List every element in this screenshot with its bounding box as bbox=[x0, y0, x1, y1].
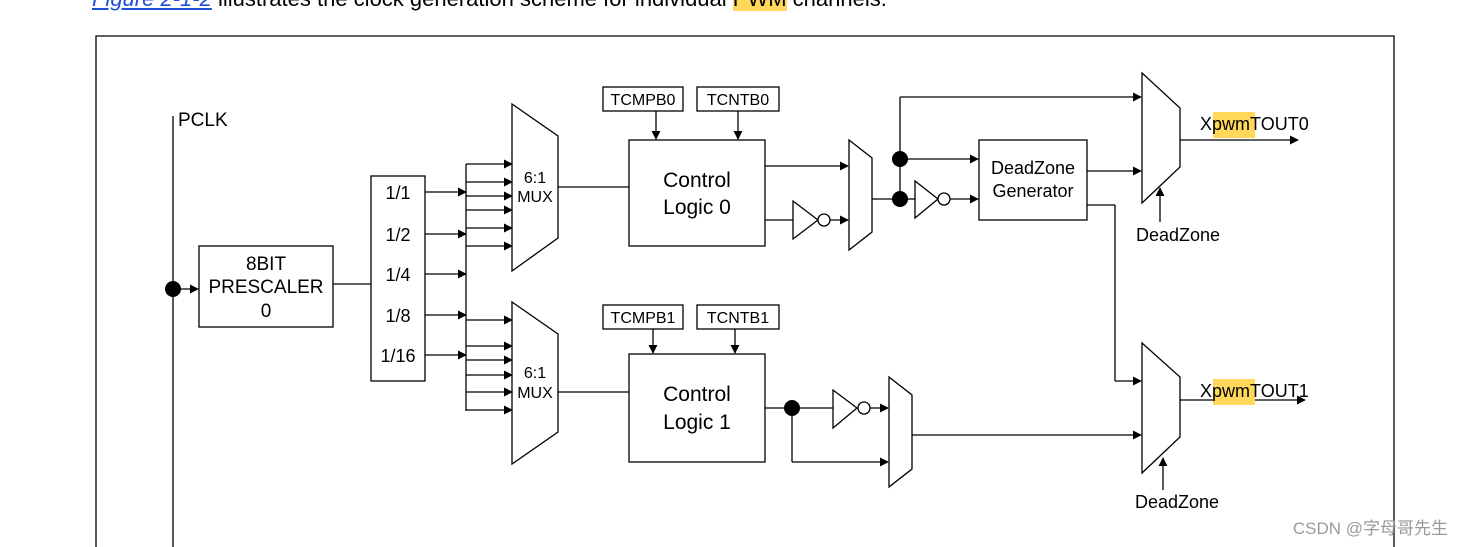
tcmpb0-label: TCMPB0 bbox=[611, 92, 676, 109]
mux-0-label-1: 6:1 bbox=[524, 170, 546, 187]
control0-label-2: Logic 0 bbox=[663, 196, 731, 219]
deadzone-generator bbox=[978, 139, 1088, 221]
inverter-0 bbox=[792, 199, 820, 241]
control1-label-1: Control bbox=[663, 383, 731, 406]
figure-frame bbox=[95, 35, 1395, 547]
inverter-dz bbox=[914, 179, 940, 220]
divider-1-2: 1/2 bbox=[385, 225, 410, 245]
pclk-label: PCLK bbox=[178, 110, 228, 131]
selector-mux-1 bbox=[888, 375, 913, 489]
figure-link[interactable]: Figure 2-1-2 bbox=[92, 0, 212, 11]
mux-1-label-1: 6:1 bbox=[524, 365, 546, 382]
prescaler-box bbox=[198, 245, 334, 328]
mux-1 bbox=[511, 300, 559, 466]
tcmpb1-box bbox=[602, 304, 684, 330]
prescaler-label-1: 8BIT bbox=[246, 254, 287, 275]
control0-label-1: Control bbox=[663, 169, 731, 192]
output-label-0: XpwmTOUT0 bbox=[1200, 114, 1309, 134]
tcmpb1-label: TCMPB1 bbox=[611, 310, 676, 327]
divider-1-4: 1/4 bbox=[385, 265, 410, 285]
divider-box bbox=[370, 175, 426, 382]
pclk-junction bbox=[165, 281, 181, 297]
divider-1-8: 1/8 bbox=[385, 306, 410, 326]
deadzone-gen-label-2: Generator bbox=[992, 181, 1073, 201]
tcmpb0-box bbox=[602, 86, 684, 112]
watermark: CSDN @字母哥先生 bbox=[1292, 519, 1448, 538]
mux-0 bbox=[511, 102, 559, 273]
output-label-1: XpwmTOUT1 bbox=[1200, 381, 1309, 401]
tcntb1-box bbox=[696, 304, 780, 330]
mux-0-label-2: MUX bbox=[517, 189, 553, 206]
intro-sentence: Figure 2-1-2 illustrates the clock gener… bbox=[92, 0, 887, 12]
control-logic-0 bbox=[628, 139, 766, 247]
mux-1-label-2: MUX bbox=[517, 385, 553, 402]
selector-mux-0 bbox=[848, 138, 873, 252]
control-logic-1 bbox=[628, 353, 766, 463]
divider-1-16: 1/16 bbox=[380, 346, 415, 366]
output-mux-0 bbox=[1141, 71, 1181, 205]
control1-label-2: Logic 1 bbox=[663, 411, 731, 434]
intro-highlight: PWM bbox=[732, 0, 787, 11]
intro-text-2: channels. bbox=[787, 0, 887, 11]
prescaler-label-2: PRESCALER bbox=[208, 277, 323, 298]
output-mux-1 bbox=[1141, 341, 1181, 475]
deadzone-label-1: DeadZone bbox=[1135, 492, 1219, 512]
deadzone-gen-label-1: DeadZone bbox=[991, 158, 1075, 178]
prescaler-label-3: 0 bbox=[261, 301, 272, 322]
intro-text-1: illustrates the clock generation scheme … bbox=[212, 0, 733, 11]
deadzone-label-0: DeadZone bbox=[1136, 225, 1220, 245]
tcntb1-label: TCNTB1 bbox=[707, 310, 769, 327]
divider-1-1: 1/1 bbox=[385, 183, 410, 203]
inverter-1 bbox=[832, 388, 859, 430]
tcntb0-label: TCNTB0 bbox=[707, 92, 769, 109]
